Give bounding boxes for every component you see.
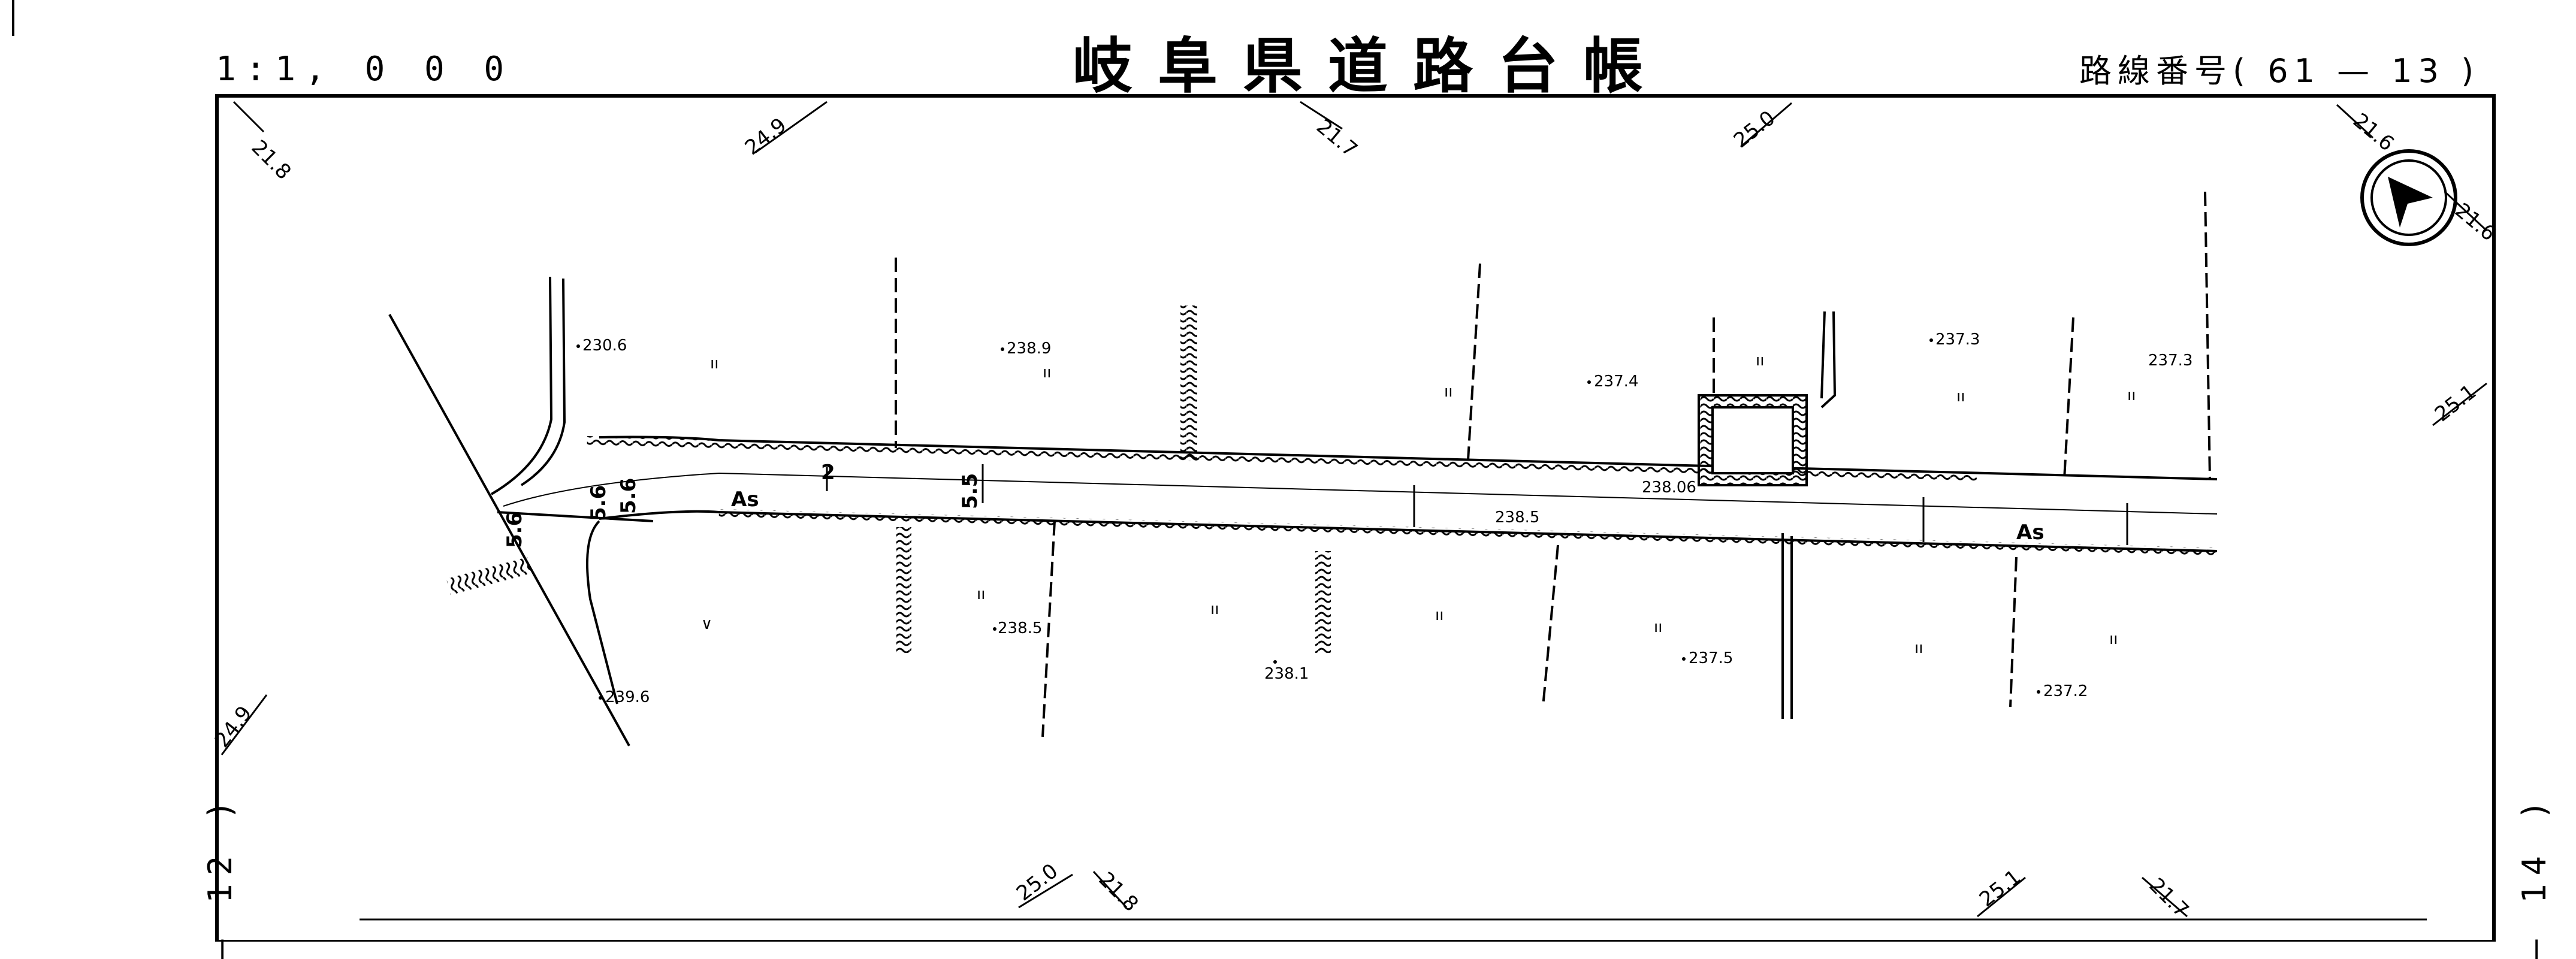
grid-label: 25.1 [1975, 865, 2025, 912]
field-mark: ıı [710, 355, 718, 373]
field-marks: ıı ıı ıı ıı ıı ıı ıı ıı ıı ıı ıı ıı ∨ [701, 352, 2136, 657]
surface-label: As [2016, 521, 2045, 544]
field-mark: ıı [1914, 639, 1923, 657]
elevation-dots [576, 338, 2040, 700]
field-mark: ıı [1956, 388, 1965, 406]
field-mark: ıı [1210, 600, 1219, 618]
grid-label: 25.0 [1729, 106, 1780, 153]
grid-label: 25.1 [2430, 380, 2481, 426]
width-label: 5.6 [617, 478, 641, 514]
road-labels: As As 2 5.6 5.6 5.6 5.5 [503, 461, 2045, 548]
route-label: 路線番号( [2079, 52, 2252, 90]
elevation: 230.6 [582, 337, 627, 355]
road-edge-hatch [587, 436, 1977, 482]
grid-label: 21.8 [247, 135, 296, 184]
elevation: 239.6 [605, 688, 650, 706]
field-mark: ıı [1654, 618, 1662, 636]
surface-label: As [731, 488, 759, 512]
route-number: 路線番号( 61 — 13 ) [2079, 55, 2480, 87]
field-mark: ıı [1444, 383, 1452, 401]
field-mark: ∨ [701, 615, 712, 633]
field-mark: ıı [2109, 630, 2118, 648]
hedge-rows [896, 305, 1331, 653]
map-frame [215, 94, 2496, 942]
page-title: 岐阜県道路台帳 [1073, 31, 1668, 101]
width-label: 5.5 [958, 473, 982, 509]
elevation: 237.2 [2043, 682, 2088, 700]
elevation: 238.5 [998, 619, 1042, 637]
route-value: 61 — 13 ) [2267, 52, 2480, 90]
field-mark: ıı [1435, 606, 1443, 624]
grid-label: 21.7 [1312, 114, 1362, 162]
width-label: 5.6 [503, 512, 527, 548]
parcel-lines [895, 191, 2211, 737]
grid-label: 21.8 [1094, 867, 1143, 916]
shrub-patch [446, 557, 532, 595]
road-edge-hatch [718, 509, 2217, 556]
elevation: 237.5 [1689, 649, 1733, 667]
elevation: 238.5 [1495, 509, 1539, 527]
width-label: 2 [821, 461, 835, 485]
grid-label: 25.0 [1012, 859, 1062, 906]
field-mark: ıı [1756, 352, 1764, 370]
elevation: 237.4 [1594, 373, 1638, 391]
field-mark: ıı [1043, 364, 1051, 382]
field-mark: ıı [2127, 386, 2136, 404]
map-scale: 1:1, 0 0 0 [216, 50, 514, 89]
width-label: 5.6 [587, 485, 611, 521]
building [1698, 311, 1837, 719]
grid-label: 21.6 [2348, 108, 2399, 156]
grid-ticks [221, 101, 2488, 918]
elevation: 237.3 [2148, 352, 2193, 370]
junction-curve [388, 276, 654, 746]
elevation: 238.1 [1264, 665, 1309, 683]
field-mark: ıı [977, 585, 985, 603]
north-arrow-icon [2360, 149, 2457, 246]
grid-label: 24.9 [741, 113, 791, 160]
elevation-points: 230.6 238.9 237.4 237.3 237.3 238.06 238… [582, 331, 2193, 706]
elevation: 237.3 [1935, 331, 1980, 349]
elevation: 238.06 [1642, 479, 1696, 497]
elevation: 238.9 [1007, 340, 1051, 358]
dimension-marks [826, 464, 2128, 545]
